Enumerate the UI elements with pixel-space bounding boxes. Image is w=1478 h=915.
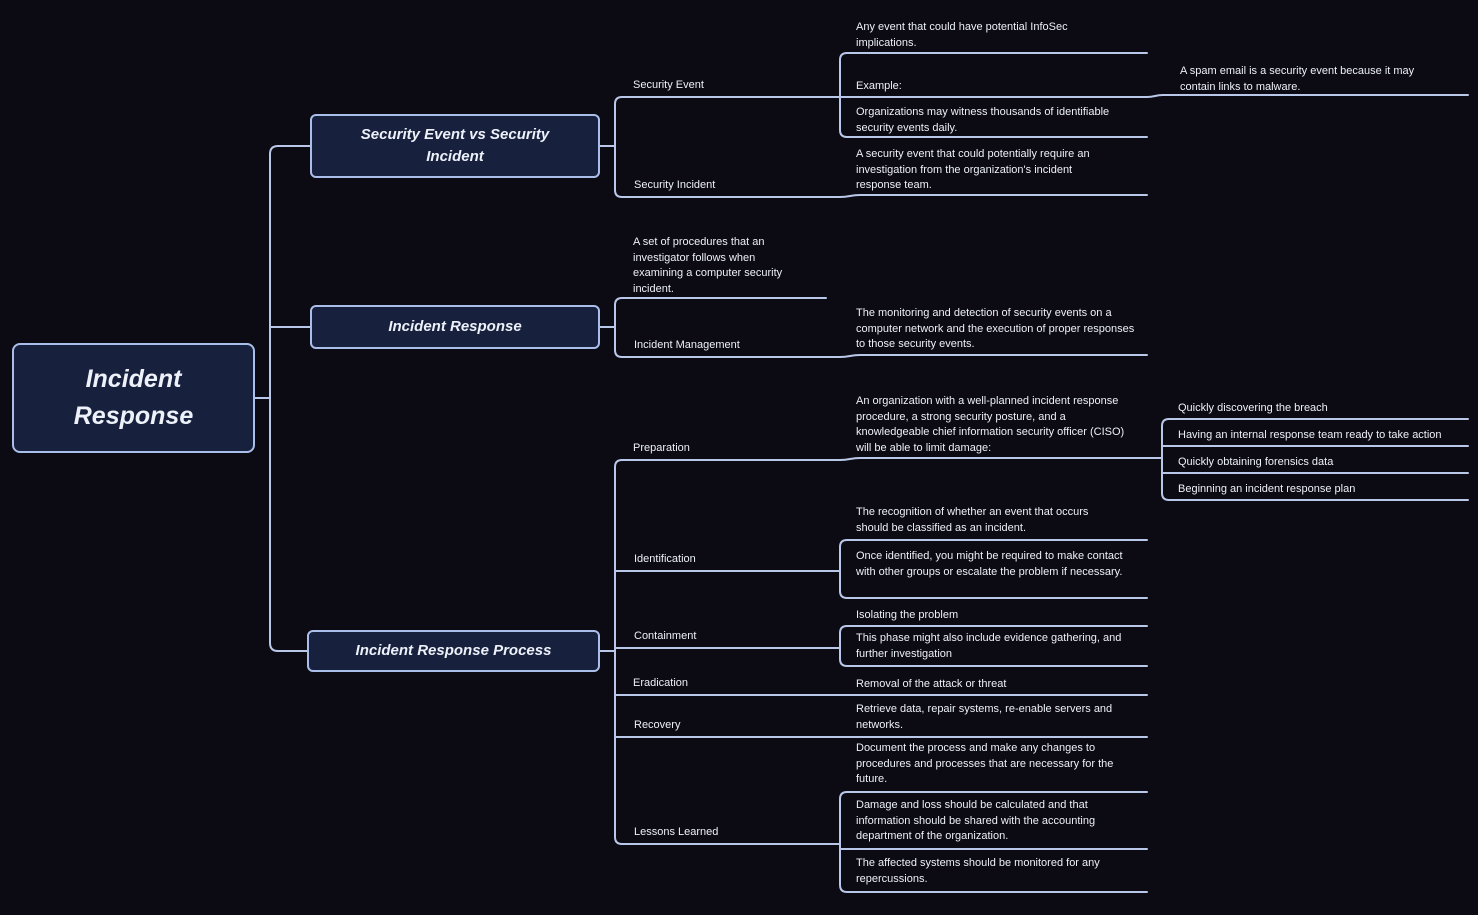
note-evidence-gathering[interactable]: This phase might also include evidence g… [856, 632, 1122, 660]
topic-identification[interactable]: Identification [634, 553, 696, 565]
note-spam-email[interactable]: A spam email is a security event because… [1180, 65, 1415, 93]
topic-procedures-definition[interactable]: A set of procedures that an investigator… [633, 236, 783, 295]
branch-incident-response-process[interactable]: Incident Response Process [307, 630, 600, 672]
note-internal-team[interactable]: Having an internal response team ready t… [1178, 429, 1442, 441]
note-document-process[interactable]: Document the process and make any change… [856, 742, 1114, 785]
note-preparation-def[interactable]: An organization with a well-planned inci… [856, 395, 1125, 454]
root-connectors [254, 145, 311, 652]
note-security-incident-def[interactable]: A security event that could potentially … [856, 148, 1090, 191]
topic-recovery[interactable]: Recovery [634, 719, 681, 731]
root-topic[interactable]: Incident Response [12, 343, 255, 453]
note-isolating[interactable]: Isolating the problem [856, 609, 959, 621]
branch-security-event-vs-incident[interactable]: Security Event vs Security Incident [310, 114, 600, 178]
note-once-identified[interactable]: Once identified, you might be required t… [856, 550, 1123, 578]
topic-eradication[interactable]: Eradication [633, 677, 689, 689]
topic-security-incident[interactable]: Security Incident [634, 179, 716, 191]
topic-security-event[interactable]: Security Event [633, 79, 704, 91]
note-recognition[interactable]: The recognition of whether an event that… [856, 506, 1089, 534]
note-quick-discovery[interactable]: Quickly discovering the breach [1178, 402, 1328, 414]
topic-incident-management[interactable]: Incident Management [634, 339, 740, 351]
note-incident-management-def[interactable]: The monitoring and detection of security… [856, 307, 1135, 350]
incident-response-process-connectors [599, 418, 1469, 893]
note-forensics-data[interactable]: Quickly obtaining forensics data [1178, 456, 1334, 468]
branch-incident-response[interactable]: Incident Response [310, 305, 600, 349]
note-daily-events[interactable]: Organizations may witness thousands of i… [856, 106, 1110, 134]
security-event-vs-incident-connectors [599, 52, 1469, 198]
note-retrieve-data[interactable]: Retrieve data, repair systems, re-enable… [856, 703, 1113, 731]
note-example[interactable]: Example: [856, 80, 902, 92]
topic-preparation[interactable]: Preparation [633, 442, 690, 454]
topic-containment[interactable]: Containment [634, 630, 697, 642]
note-damage-loss[interactable]: Damage and loss should be calculated and… [856, 799, 1096, 842]
topic-lessons-learned[interactable]: Lessons Learned [634, 826, 719, 838]
note-infosec-implications[interactable]: Any event that could have potential Info… [856, 21, 1068, 49]
incident-response-connectors [599, 297, 1148, 358]
note-response-plan[interactable]: Beginning an incident response plan [1178, 483, 1356, 495]
note-removal[interactable]: Removal of the attack or threat [856, 678, 1007, 690]
note-affected-systems[interactable]: The affected systems should be monitored… [856, 857, 1100, 885]
